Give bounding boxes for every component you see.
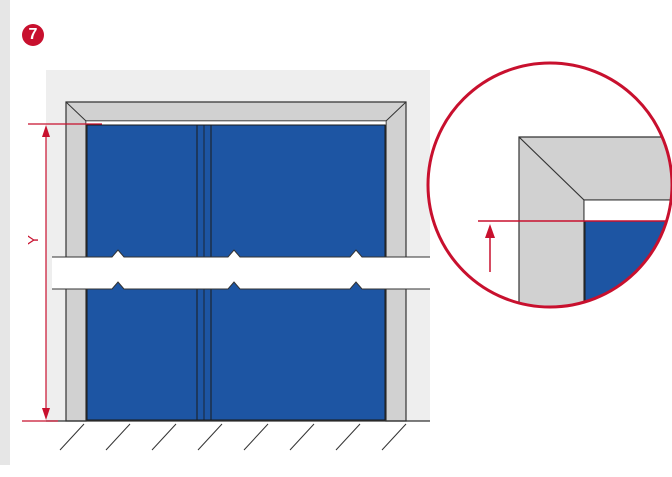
zoom-arrow-head: [485, 224, 495, 238]
dimension-y: [22, 123, 102, 422]
break-line-bottom: [52, 281, 430, 290]
zoom-detail: [428, 63, 672, 307]
door-top-gap: [85, 120, 387, 126]
frame-corner-right: [385, 101, 407, 122]
zoom-gap: [583, 199, 672, 222]
break-band: [52, 250, 430, 289]
frame-corner-left: [65, 101, 87, 122]
floor-hatching: [59, 423, 407, 451]
page-side-strip: [0, 0, 10, 465]
break-line-top: [52, 249, 430, 258]
step-number-badge: 7: [22, 24, 44, 46]
dimension-y-label: Y: [25, 235, 42, 245]
zoom-frame-miter: [518, 136, 585, 201]
zoom-circle-outline: [426, 61, 672, 309]
